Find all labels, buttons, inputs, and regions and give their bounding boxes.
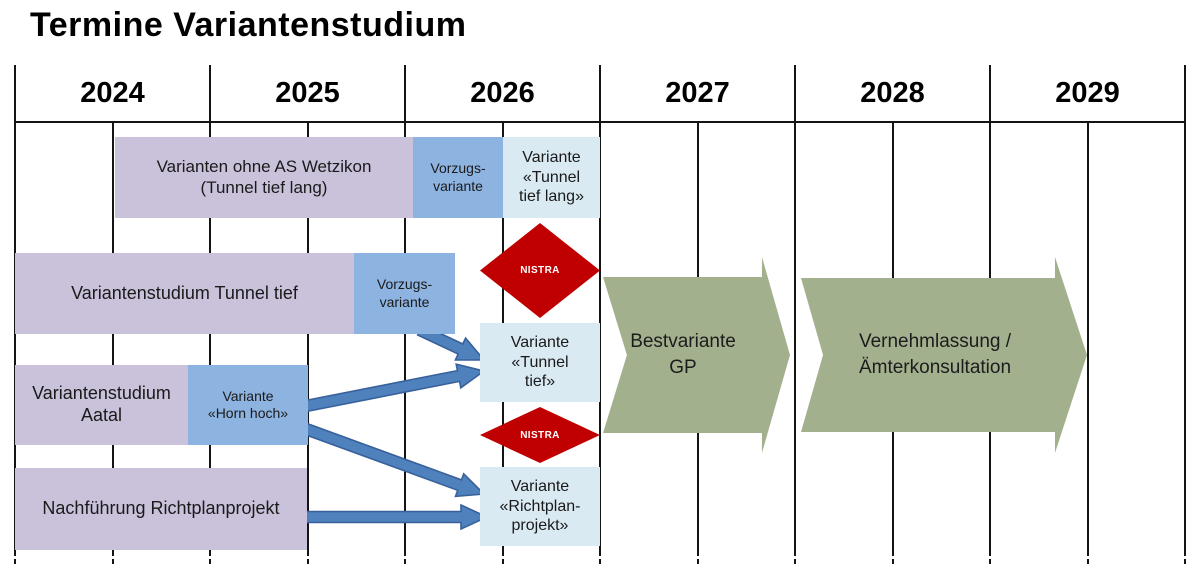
body-gridline bbox=[111, 122, 114, 556]
axis-tick bbox=[209, 559, 211, 564]
year-label-2025: 2025 bbox=[275, 77, 340, 109]
axis-tick bbox=[1086, 559, 1089, 564]
year-label-2024: 2024 bbox=[80, 77, 145, 109]
axis-tick bbox=[404, 559, 406, 564]
bar-varianten-ohne-as-wetzikon: Varianten ohne AS Wetzikon (Tunnel tief … bbox=[115, 137, 413, 218]
process-arrow-bestvariante bbox=[603, 257, 790, 453]
bar-variante-horn-hoch: Variante «Horn hoch» bbox=[188, 365, 308, 445]
axis-tick bbox=[501, 559, 504, 564]
body-gridline bbox=[14, 122, 16, 556]
bar-variantenstudium-aatal: Variantenstudium Aatal bbox=[15, 365, 188, 445]
body-gridline bbox=[306, 122, 309, 556]
bar-vorzugsvariante-2: Vorzugs- variante bbox=[354, 253, 455, 334]
body-gridline bbox=[1184, 122, 1186, 556]
year-label-2029: 2029 bbox=[1055, 77, 1120, 109]
arrow-hornhoch-to-richtplan bbox=[303, 422, 486, 498]
axis-tick bbox=[696, 559, 699, 564]
process-arrow-vernehmlassung bbox=[801, 257, 1087, 453]
nistra-label-2: NISTRA bbox=[520, 429, 560, 441]
header-gridline bbox=[794, 65, 796, 122]
body-gridline bbox=[599, 122, 601, 556]
axis-tick bbox=[794, 559, 796, 564]
body-gridline bbox=[1086, 122, 1089, 556]
body-gridline bbox=[794, 122, 796, 556]
arrow-hornhoch-to-tunneltief bbox=[303, 363, 486, 413]
nistra-label-1: NISTRA bbox=[520, 265, 560, 276]
axis-tick bbox=[1184, 559, 1186, 564]
year-label-2027: 2027 bbox=[665, 77, 730, 109]
body-gridline bbox=[209, 122, 211, 556]
bar-variante-richtplanprojekt: Variante «Richtplan- projekt» bbox=[480, 467, 600, 546]
process-arrow-vernehmlassung-label: Vernehmlassung / Ämterkonsultation bbox=[858, 331, 1012, 378]
axis-tick bbox=[891, 559, 894, 564]
bar-variante-tunnel-tief: Variante «Tunnel tief» bbox=[480, 323, 600, 402]
year-label-2026: 2026 bbox=[470, 77, 535, 109]
header-gridline bbox=[404, 65, 406, 122]
header-gridline bbox=[989, 65, 991, 122]
year-label-2028: 2028 bbox=[860, 77, 925, 109]
bar-variantenstudium-tunnel-tief: Variantenstudium Tunnel tief bbox=[15, 253, 354, 334]
header-bottom-line bbox=[15, 121, 1186, 123]
body-gridline bbox=[404, 122, 406, 556]
page-title: Termine Variantenstudium bbox=[30, 6, 467, 44]
bar-nachfuehrung-richtplanprojekt: Nachführung Richtplanprojekt bbox=[15, 468, 307, 550]
bar-vorzugsvariante-1: Vorzugs- variante bbox=[413, 137, 503, 218]
axis-tick bbox=[306, 559, 309, 564]
header-gridline bbox=[599, 65, 601, 122]
arrow-nachfuehrung-to-richtplan bbox=[303, 503, 489, 531]
header-gridline bbox=[14, 65, 16, 122]
axis-tick bbox=[14, 559, 16, 564]
axis-tick bbox=[989, 559, 991, 564]
axis-tick bbox=[599, 559, 601, 564]
header-gridline bbox=[1184, 65, 1186, 122]
header-gridline bbox=[209, 65, 211, 122]
process-arrow-bestvariante-label: Bestvariante GP bbox=[630, 331, 736, 378]
axis-tick bbox=[111, 559, 114, 564]
bar-variante-tunnel-tief-lang: Variante «Tunnel tief lang» bbox=[503, 137, 600, 218]
